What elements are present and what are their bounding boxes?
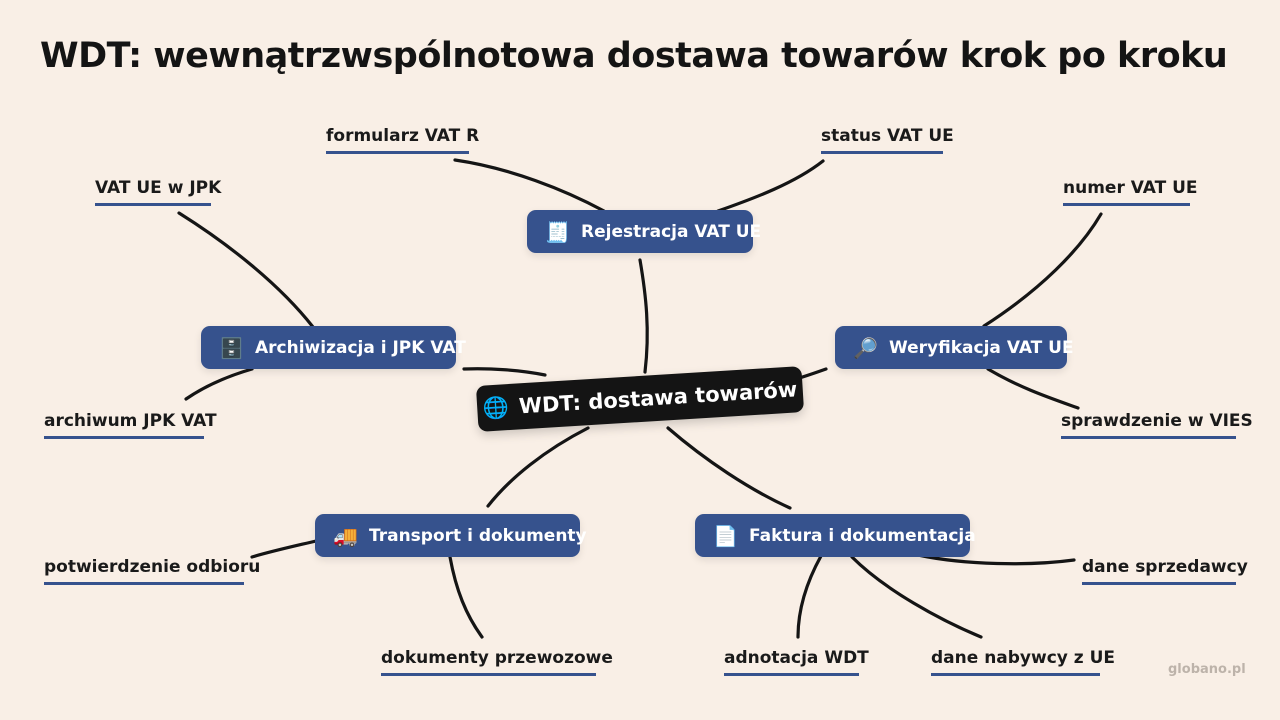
- branch-faktura-i-dokumentacja: 📄 Faktura i dokumentacja: [695, 514, 976, 557]
- document-icon: 📄: [713, 523, 738, 548]
- page-title: WDT: wewnątrzwspólnotowa dostawa towarów…: [40, 36, 1228, 76]
- link-archiwum: [184, 367, 254, 401]
- magnifier-icon: 🔎: [853, 335, 878, 360]
- leaf-vat-ue-w-jpk: VAT UE w JPK: [95, 177, 221, 206]
- leaf-numer-vat-ue: numer VAT UE: [1063, 177, 1198, 206]
- link-potwierdzenie: [250, 539, 318, 559]
- leaf-dokumenty-przewozowe: dokumenty przewozowe: [381, 647, 613, 676]
- receipt-icon: 🧾: [545, 219, 570, 244]
- branch-rejestracja-vat-ue: 🧾 Rejestracja VAT UE: [527, 210, 761, 253]
- link-formularz: [453, 158, 606, 213]
- branch-archiwizacja-i-jpk-vat: 🗄️ Archiwizacja i JPK VAT: [201, 326, 466, 369]
- link-dane-sprzedawcy: [916, 553, 1076, 566]
- watermark: globano.pl: [1168, 662, 1246, 677]
- branch-label: Archiwizacja i JPK VAT: [255, 337, 466, 358]
- branch-weryfikacja-vat-ue: 🔎 Weryfikacja VAT UE: [835, 326, 1074, 369]
- link-center-transport: [486, 426, 590, 508]
- center-node-label: WDT: dostawa towarów: [518, 377, 798, 419]
- leaf-archiwum-jpk-vat: archiwum JPK VAT: [44, 410, 217, 439]
- leaf-potwierdzenie-odbioru: potwierdzenie odbioru: [44, 556, 260, 585]
- link-status: [716, 159, 825, 213]
- globe-icon: 🌐: [482, 394, 510, 421]
- link-sprawdzenie: [986, 367, 1080, 410]
- branch-label: Transport i dokumenty: [369, 525, 587, 546]
- link-center-rejestracja: [638, 258, 649, 374]
- link-dane-nabywcy: [850, 555, 983, 639]
- link-adnotacja: [796, 554, 823, 639]
- leaf-dane-sprzedawcy: dane sprzedawcy: [1082, 556, 1248, 585]
- leaf-formularz-vat-r: formularz VAT R: [326, 125, 479, 154]
- leaf-dane-nabywcy-z-ue: dane nabywcy z UE: [931, 647, 1115, 676]
- link-center-faktura: [666, 426, 792, 510]
- leaf-status-vat-ue: status VAT UE: [821, 125, 954, 154]
- truck-icon: 🚚: [333, 523, 358, 548]
- link-numer: [982, 212, 1103, 328]
- link-dokumenty-przewozowe: [448, 555, 484, 639]
- branch-label: Faktura i dokumentacja: [749, 525, 976, 546]
- branch-transport-i-dokumenty: 🚚 Transport i dokumenty: [315, 514, 587, 557]
- link-vat-ue-jpk: [177, 211, 315, 329]
- branch-label: Weryfikacja VAT UE: [889, 337, 1074, 358]
- file-cabinet-icon: 🗄️: [219, 335, 244, 360]
- branch-label: Rejestracja VAT UE: [581, 221, 762, 242]
- link-center-archiwizacja: [462, 367, 547, 377]
- leaf-adnotacja-wdt: adnotacja WDT: [724, 647, 869, 676]
- leaf-sprawdzenie-w-vies: sprawdzenie w VIES: [1061, 410, 1253, 439]
